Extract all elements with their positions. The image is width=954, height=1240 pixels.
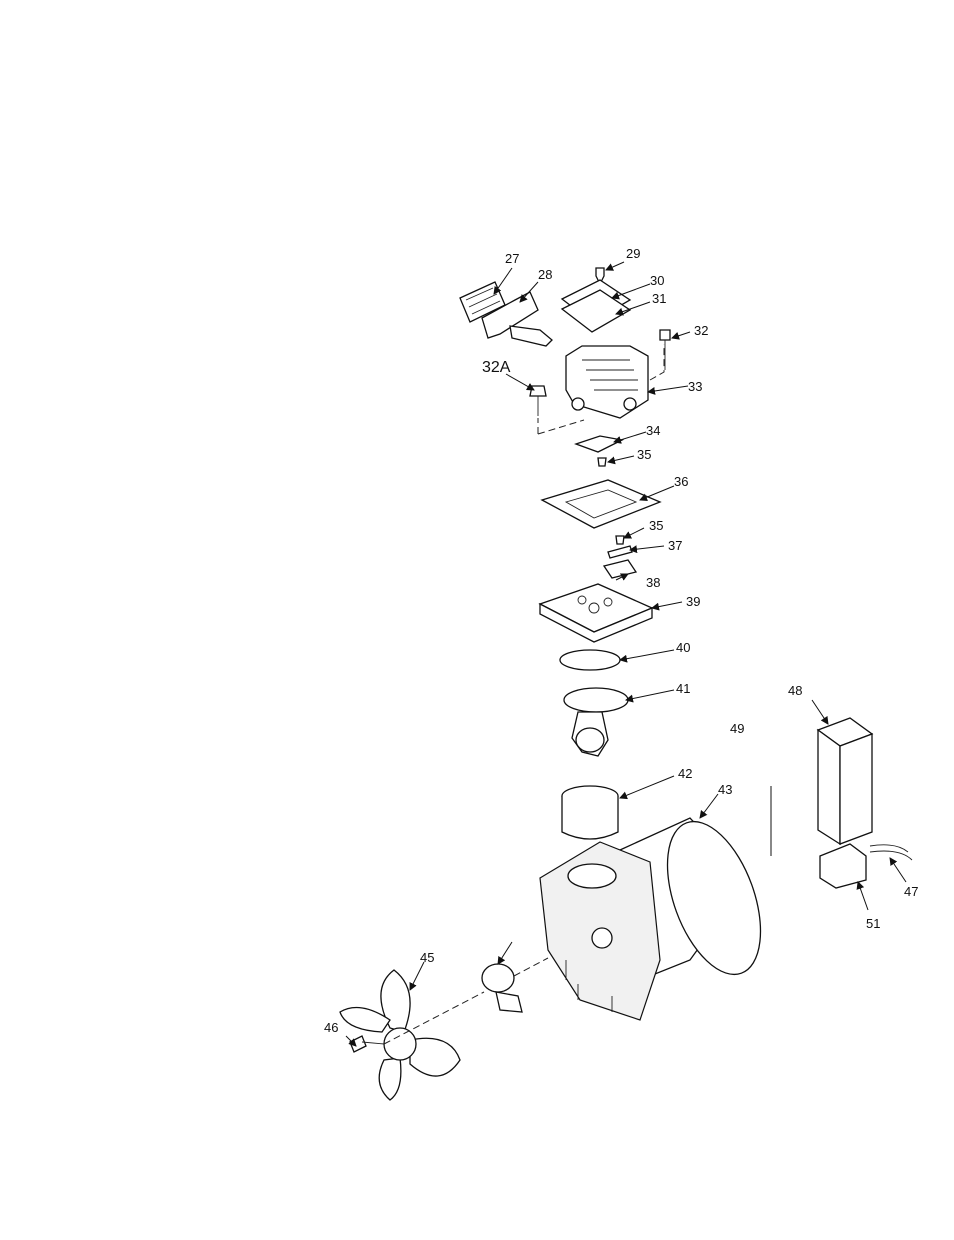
label-46: 46 xyxy=(324,1020,338,1035)
label-41: 41 xyxy=(676,681,690,696)
part-39-valve-plate xyxy=(540,584,652,642)
part-45-fan xyxy=(340,970,460,1100)
part-37-retainer xyxy=(608,546,632,558)
part-41-connecting-rod xyxy=(564,688,628,756)
label-40: 40 xyxy=(676,640,690,655)
part-46-fan-bolt xyxy=(350,1036,384,1052)
label-35-lower: 35 xyxy=(649,518,663,533)
label-28: 28 xyxy=(538,267,552,282)
label-29: 29 xyxy=(626,246,640,261)
label-39: 39 xyxy=(686,594,700,609)
label-34: 34 xyxy=(646,423,660,438)
part-51-boot xyxy=(820,844,866,888)
part-32-bolt xyxy=(660,330,670,370)
label-47: 47 xyxy=(904,884,918,899)
label-31: 31 xyxy=(652,291,666,306)
label-45: 45 xyxy=(420,950,434,965)
part-38-valve xyxy=(604,560,636,578)
label-36: 36 xyxy=(674,474,688,489)
alignment-line-32 xyxy=(650,344,664,380)
label-43: 43 xyxy=(718,782,732,797)
label-35-upper: 35 xyxy=(637,447,651,462)
label-51: 51 xyxy=(866,916,880,931)
label-32: 32 xyxy=(694,323,708,338)
label-37: 37 xyxy=(668,538,682,553)
part-35-screw-upper xyxy=(598,458,606,466)
label-49: 49 xyxy=(730,721,744,736)
part-40-o-ring xyxy=(560,650,620,670)
label-27: 27 xyxy=(505,251,519,266)
part-47-wires xyxy=(870,845,912,860)
alignment-line-head xyxy=(538,418,584,434)
part-34-reed-valve xyxy=(576,436,622,452)
label-38: 38 xyxy=(646,575,660,590)
part-35-screw-lower xyxy=(616,536,624,544)
part-33-cylinder-head xyxy=(566,346,648,418)
part-43-motor-housing xyxy=(540,809,779,1020)
part-48-capacitor xyxy=(818,718,872,844)
part-32a-bolt xyxy=(530,386,546,416)
label-42: 42 xyxy=(678,766,692,781)
label-48: 48 xyxy=(788,683,802,698)
label-30: 30 xyxy=(650,273,664,288)
label-32a: 32A xyxy=(482,359,511,376)
part-36-gasket xyxy=(542,480,660,528)
bearing xyxy=(482,964,522,1012)
part-30-31-cover-gasket xyxy=(562,280,630,332)
label-33: 33 xyxy=(688,379,702,394)
part-42-sleeve xyxy=(562,786,618,839)
